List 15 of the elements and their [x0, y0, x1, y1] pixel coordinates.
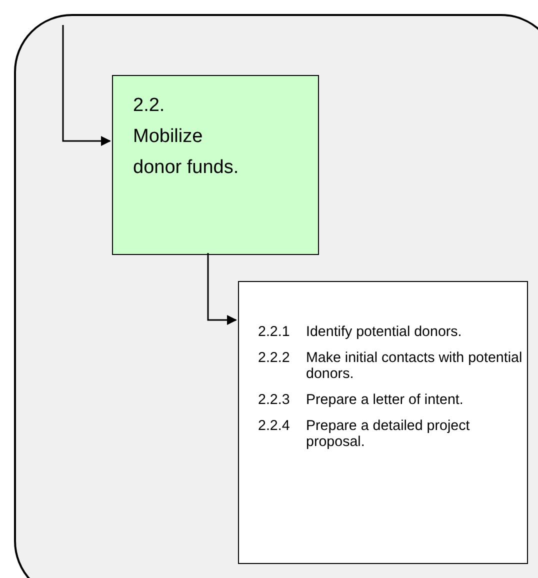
task-text: Mobilize donor funds. — [133, 125, 240, 180]
item-text: Prepare a detailed project proposal. — [306, 418, 471, 450]
item-number: 2.2.3 — [258, 392, 291, 408]
connector-arrow — [62, 25, 111, 146]
task-box — [112, 75, 319, 255]
item-text: Make initial contacts with potential donors. — [306, 350, 524, 382]
item-number: 2.2.4 — [258, 418, 291, 436]
item-number: 2.2.1 — [258, 324, 291, 340]
item-text: Identify potential donors. — [306, 324, 463, 340]
activity-list-box — [238, 281, 528, 564]
connector-arrow — [207, 253, 237, 325]
task-text: 2.2. — [133, 94, 166, 118]
item-text: Prepare a letter of intent. — [306, 392, 464, 408]
group-panel — [14, 14, 538, 578]
item-number: 2.2.2 — [258, 350, 291, 368]
